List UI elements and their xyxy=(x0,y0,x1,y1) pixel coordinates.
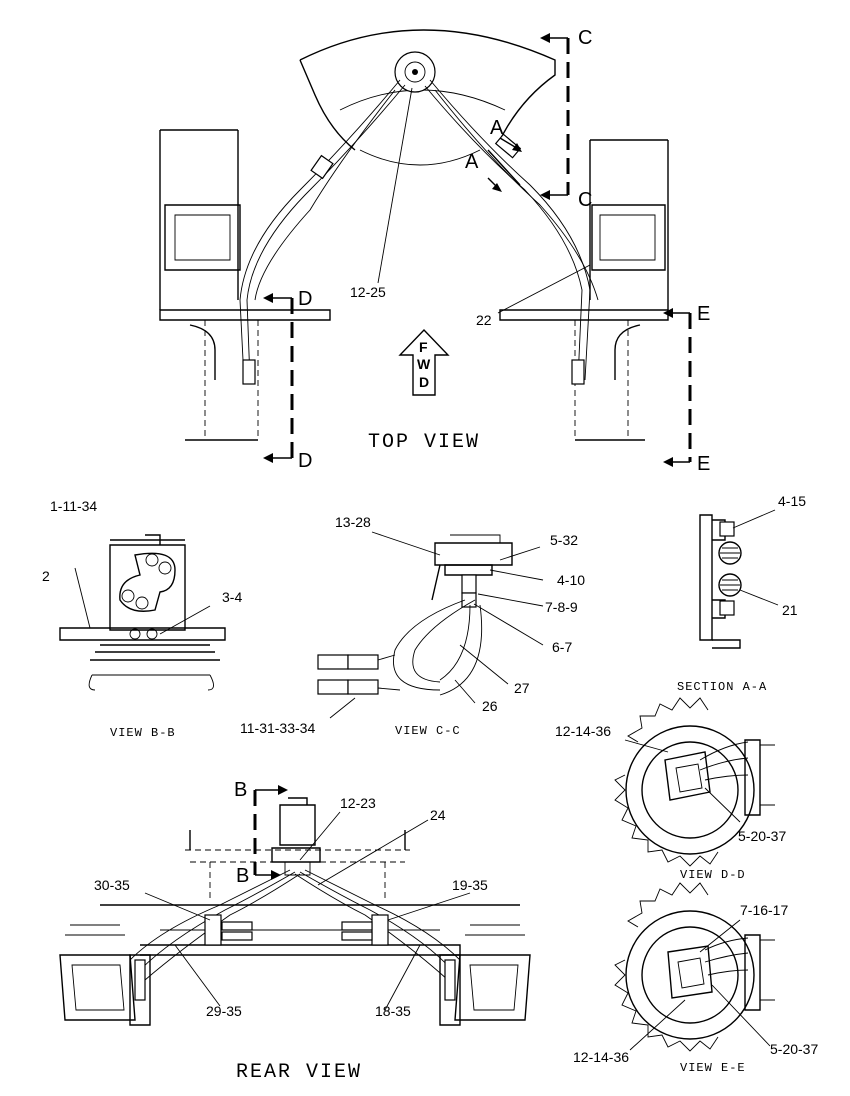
view-cc xyxy=(317,531,544,719)
fwd-letter-d: D xyxy=(419,374,429,390)
callout-18-35: 18-35 xyxy=(375,1003,411,1019)
section-e-top-marker: E xyxy=(697,303,710,325)
section-a-upper-marker: A xyxy=(490,117,504,139)
section-b-bottom-marker: B xyxy=(236,865,249,887)
top-view xyxy=(159,29,692,467)
callout-29-35: 29-35 xyxy=(206,1003,242,1019)
callout-4-15: 4-15 xyxy=(778,493,806,509)
section-c-bottom-marker: C xyxy=(578,189,592,211)
rear-view xyxy=(59,785,531,1026)
callout-5-20-37-dd: 5-20-37 xyxy=(738,828,786,844)
callout-12-23: 12-23 xyxy=(340,795,376,811)
view-cc-title: VIEW C-C xyxy=(395,724,461,738)
callout-1-11-34: 1-11-34 xyxy=(50,498,97,514)
callout-7-16-17: 7-16-17 xyxy=(740,902,788,918)
section-c-top-marker: C xyxy=(578,27,592,49)
section-e-bottom-marker: E xyxy=(697,453,710,475)
callout-21: 21 xyxy=(782,602,798,618)
callout-11-31-33-34: 11-31-33-34 xyxy=(240,720,315,736)
callout-7-8-9: 7-8-9 xyxy=(545,599,578,615)
view-ee xyxy=(614,882,775,1052)
view-dd-title: VIEW D-D xyxy=(680,868,746,882)
callout-22: 22 xyxy=(476,312,492,328)
callout-5-32: 5-32 xyxy=(550,532,578,548)
callout-24: 24 xyxy=(430,807,446,823)
callout-12-25: 12-25 xyxy=(350,284,386,300)
callout-30-35: 30-35 xyxy=(94,877,130,893)
callout-6-7: 6-7 xyxy=(552,639,572,655)
fwd-letter-f: F xyxy=(419,339,428,355)
section-aa-title: SECTION A-A xyxy=(677,680,767,694)
view-bb-title: VIEW B-B xyxy=(110,726,176,740)
callout-4-10: 4-10 xyxy=(557,572,585,588)
callout-19-35: 19-35 xyxy=(452,877,488,893)
callout-26: 26 xyxy=(482,698,498,714)
fwd-letter-w: W xyxy=(417,356,431,372)
section-d-bottom-marker: D xyxy=(298,450,312,472)
view-dd xyxy=(614,697,775,867)
view-ee-title: VIEW E-E xyxy=(680,1061,746,1075)
rear-view-title: REAR VIEW xyxy=(236,1061,362,1084)
section-b-top-marker: B xyxy=(234,779,247,801)
callout-2: 2 xyxy=(42,568,50,584)
section-d-top-marker: D xyxy=(298,288,312,310)
callout-12-14-36-ee: 12-14-36 xyxy=(573,1049,629,1065)
view-bb xyxy=(59,534,226,691)
top-view-title: TOP VIEW xyxy=(368,431,480,454)
callout-13-28: 13-28 xyxy=(335,514,371,530)
section-a-lower-marker: A xyxy=(465,151,479,173)
callout-27: 27 xyxy=(514,680,530,696)
callout-3-4: 3-4 xyxy=(222,589,242,605)
section-aa xyxy=(699,509,779,649)
callout-5-20-37-ee: 5-20-37 xyxy=(770,1041,818,1057)
callout-12-14-36-dd: 12-14-36 xyxy=(555,723,611,739)
